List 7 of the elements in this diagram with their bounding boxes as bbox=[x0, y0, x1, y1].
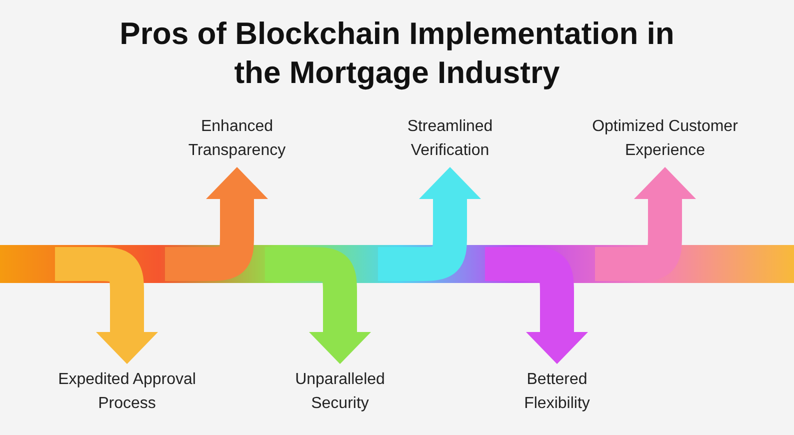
benefit-label: Enhanced Transparency bbox=[167, 115, 307, 163]
title: Pros of Blockchain Implementation in the Mortgage Industry bbox=[118, 15, 676, 92]
benefit-label: Optimized Customer Experience bbox=[580, 115, 750, 163]
benefit-label: Expedited Approval Process bbox=[57, 368, 197, 416]
benefit-label: Streamlined Verification bbox=[380, 115, 520, 163]
benefit-label: Unparalleled Security bbox=[280, 368, 400, 416]
benefit-label: Bettered Flexibility bbox=[497, 368, 617, 416]
